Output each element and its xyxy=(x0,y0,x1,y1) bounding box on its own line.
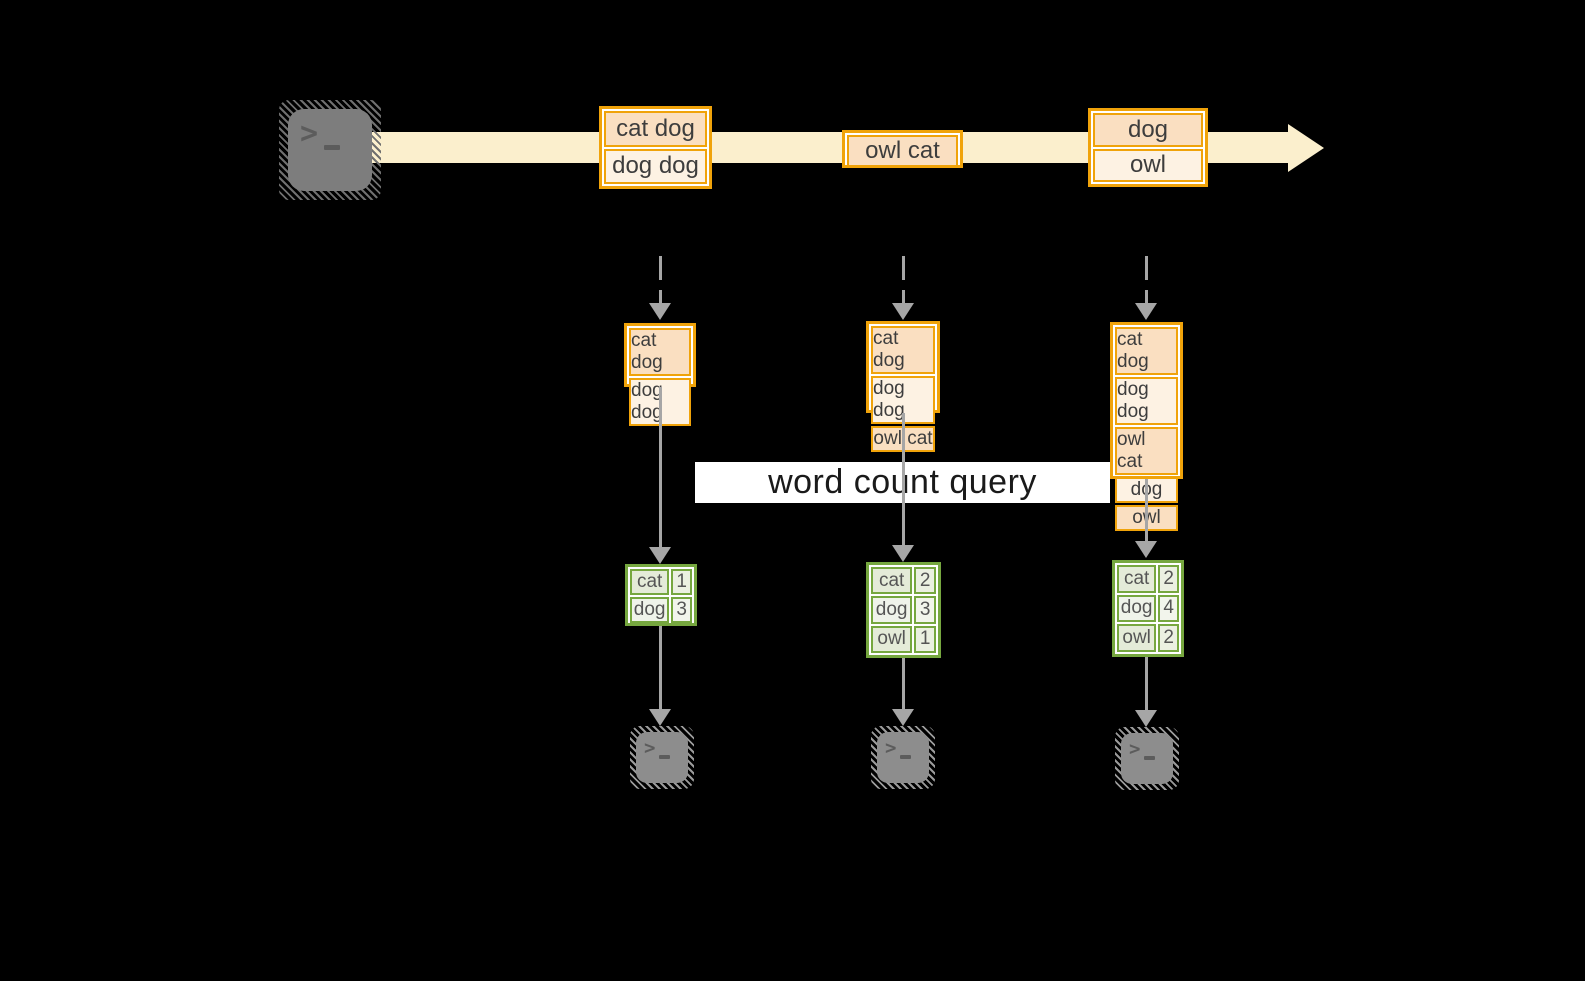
result-word: owl xyxy=(871,625,913,653)
input-line: cat dog xyxy=(871,326,935,374)
prompt-underscore-icon xyxy=(659,755,671,759)
result-count: 3 xyxy=(671,597,692,623)
terminal-screen: > xyxy=(636,732,688,783)
result-word: dog xyxy=(871,596,913,624)
prompt-underscore-icon xyxy=(900,755,912,759)
terminal-screen: > xyxy=(877,732,929,783)
dashed-down-arrow-3 xyxy=(1135,256,1157,320)
stream-arrowhead-icon xyxy=(1288,124,1324,172)
result-word: dog xyxy=(1117,594,1157,623)
result-count: 1 xyxy=(671,569,692,595)
event-line: dog xyxy=(1093,113,1203,147)
input-line: dog dog xyxy=(1115,377,1178,425)
query-arrow-3 xyxy=(1135,479,1157,558)
result-count: 4 xyxy=(1158,594,1179,623)
query-arrow-1 xyxy=(649,387,671,564)
output-terminal-icon-1: > xyxy=(630,726,694,789)
result-word: cat xyxy=(871,567,913,595)
output-terminal-icon-3: > xyxy=(1115,727,1179,790)
terminal-screen: > xyxy=(288,109,372,191)
result-table-1: cat 1 dog 3 xyxy=(625,564,697,626)
event-group-1: cat dog dog dog xyxy=(599,106,712,189)
event-group-2: owl cat xyxy=(842,130,963,168)
result-count: 2 xyxy=(1158,624,1179,652)
prompt-underscore-icon xyxy=(324,145,341,150)
event-group-3: dog owl xyxy=(1088,108,1208,187)
input-line: owl cat xyxy=(1115,427,1178,475)
prompt-caret-icon: > xyxy=(1129,738,1141,760)
result-table-3: cat 2 dog 4 owl 2 xyxy=(1112,560,1184,657)
result-count: 1 xyxy=(914,625,936,653)
terminal-screen: > xyxy=(1121,733,1173,784)
result-word: cat xyxy=(1117,565,1157,593)
event-line: owl xyxy=(1093,148,1203,182)
result-word: owl xyxy=(1117,624,1157,652)
dashed-down-arrow-1 xyxy=(649,256,671,320)
result-table-2: cat 2 dog 3 owl 1 xyxy=(866,562,941,658)
input-stack-1: cat dog dog dog xyxy=(624,323,696,426)
input-stack-3: cat dog dog dog owl cat dog owl xyxy=(1110,322,1183,531)
output-arrow-2 xyxy=(892,658,914,726)
input-line: cat dog xyxy=(1115,327,1178,375)
output-terminal-icon-2: > xyxy=(871,726,935,789)
prompt-caret-icon: > xyxy=(644,737,656,759)
result-word: cat xyxy=(630,569,670,595)
prompt-caret-icon: > xyxy=(885,737,897,759)
input-stack-2: cat dog dog dog owl cat xyxy=(866,321,940,452)
dashed-down-arrow-2 xyxy=(892,256,914,320)
result-count: 2 xyxy=(914,567,936,595)
input-line: cat dog xyxy=(629,328,691,376)
event-line: owl cat xyxy=(847,135,958,167)
event-line: dog dog xyxy=(604,148,707,184)
output-arrow-3 xyxy=(1135,657,1157,727)
result-word: dog xyxy=(630,597,670,623)
output-arrow-1 xyxy=(649,626,671,726)
prompt-underscore-icon xyxy=(1144,756,1156,760)
result-count: 2 xyxy=(1158,565,1179,593)
result-count: 3 xyxy=(914,596,936,624)
query-arrow-2 xyxy=(892,413,914,562)
source-terminal-icon: > xyxy=(279,100,381,200)
prompt-caret-icon: > xyxy=(300,116,319,151)
event-line: cat dog xyxy=(604,111,707,147)
